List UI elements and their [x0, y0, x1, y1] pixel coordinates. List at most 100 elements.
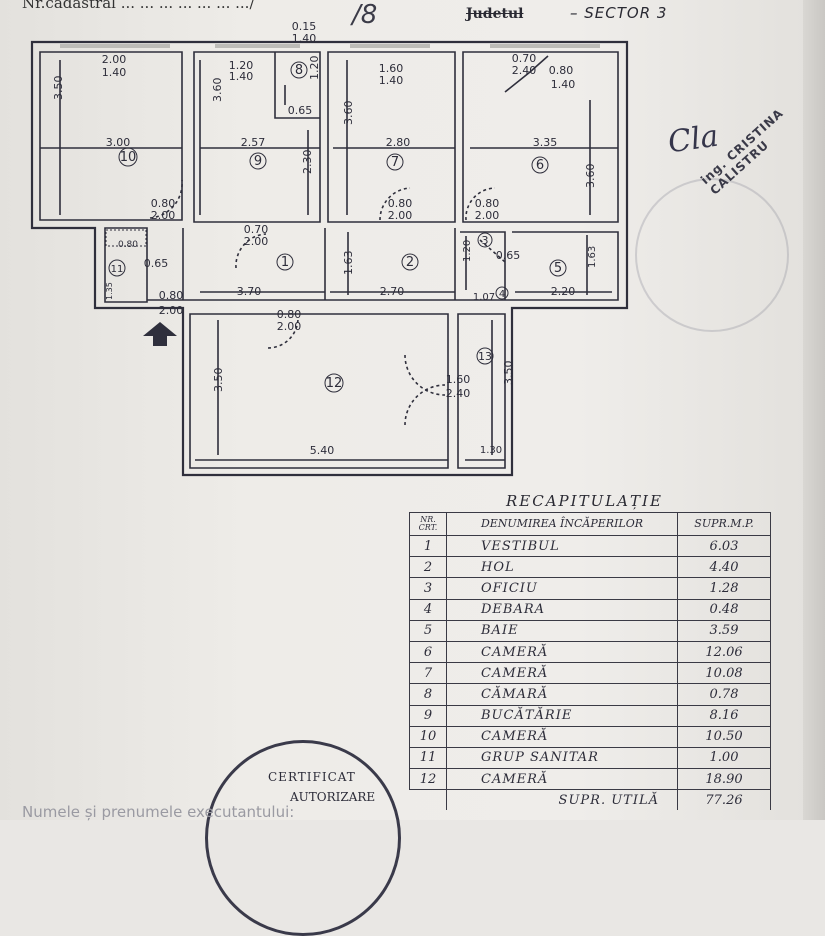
svg-text:11: 11	[111, 264, 124, 275]
svg-text:3.00: 3.00	[106, 136, 131, 149]
svg-text:1.40: 1.40	[292, 32, 317, 45]
row-area: 10.50	[677, 725, 771, 748]
row-nr: 7	[409, 662, 447, 685]
svg-text:1.20: 1.20	[308, 56, 321, 81]
row-area: 0.78	[677, 683, 771, 706]
row-name: HOL	[446, 556, 678, 579]
svg-text:1.35: 1.35	[105, 282, 114, 300]
svg-text:1.20: 1.20	[462, 240, 473, 262]
svg-text:1.60: 1.60	[446, 373, 471, 386]
row-name: BAIE	[446, 619, 678, 642]
room-7-outline	[327, 51, 456, 223]
svg-text:0.80: 0.80	[475, 197, 500, 210]
room-label-2: 2	[401, 253, 419, 271]
row-nr: 3	[409, 577, 447, 600]
svg-text:0.80: 0.80	[277, 308, 302, 321]
svg-text:2.57: 2.57	[241, 136, 266, 149]
row-nr: 1	[409, 534, 447, 558]
row-nr: 12	[409, 768, 447, 791]
room-label-13: 13	[476, 347, 494, 365]
svg-text:12: 12	[326, 376, 343, 391]
svg-text:2.30: 2.30	[301, 150, 314, 175]
recap-table: NR.CRT. DENUMIREA ÎNCĂPERILOR SUPR.M.P. …	[409, 512, 771, 811]
svg-text:1.40: 1.40	[102, 66, 127, 79]
row-nr: 8	[409, 683, 447, 706]
row-name: CĂMARĂ	[446, 683, 678, 706]
row-area: 3.59	[677, 619, 771, 642]
room-label-8: 8	[290, 61, 308, 79]
stamp-word-2: AUTORIZARE	[290, 790, 376, 804]
room-label-9: 9	[249, 152, 267, 170]
svg-text:13: 13	[478, 350, 492, 363]
row-name: OFICIU	[446, 577, 678, 600]
executor-name-label: Numele și prenumele executantului:	[22, 803, 295, 821]
total-label: SUPR. UTILĂ	[446, 789, 678, 811]
room-label-10: 10	[118, 147, 138, 167]
apartment-fraction: /8	[352, 0, 378, 30]
room-8-outline	[274, 52, 320, 119]
row-nr: 4	[409, 598, 447, 621]
room-label-12: 12	[324, 373, 344, 393]
svg-text:3.35: 3.35	[533, 136, 558, 149]
row-nr: 6	[409, 640, 447, 664]
floor-plan: 10 9 8 7 6 1 2 3 4 5 11 12 13 2.00 1.40 …	[30, 20, 629, 477]
svg-text:3.60: 3.60	[342, 101, 355, 126]
svg-text:1.40: 1.40	[379, 74, 404, 87]
row-area: 1.00	[677, 746, 771, 770]
svg-text:1.60: 1.60	[379, 62, 404, 75]
col-nr: NR.CRT.	[409, 512, 447, 536]
svg-text:0.65: 0.65	[496, 249, 521, 262]
row-name: CAMERĂ	[446, 725, 678, 748]
room-label-7: 7	[386, 153, 404, 171]
svg-text:1.07: 1.07	[473, 292, 495, 303]
svg-text:3.50: 3.50	[52, 76, 65, 101]
row-area: 0.48	[677, 598, 771, 621]
svg-text:2.00: 2.00	[159, 304, 184, 317]
svg-text:1.63: 1.63	[587, 246, 598, 268]
svg-text:0.80: 0.80	[388, 197, 413, 210]
signature-scribble: Cla	[665, 118, 721, 161]
svg-text:2.00: 2.00	[388, 209, 413, 222]
outer-wall	[30, 40, 629, 477]
svg-text:1.30: 1.30	[480, 445, 502, 456]
svg-text:5: 5	[554, 261, 562, 276]
col-area: SUPR.M.P.	[677, 512, 771, 536]
svg-text:2.00: 2.00	[102, 53, 127, 66]
svg-text:2.00: 2.00	[277, 320, 302, 333]
row-nr: 2	[409, 556, 447, 579]
svg-text:7: 7	[391, 155, 399, 170]
row-name: BUCĂTĂRIE	[446, 704, 678, 727]
row-nr: 9	[409, 704, 447, 727]
row-name: GRUP SANITAR	[446, 746, 678, 770]
room-label-5: 5	[549, 259, 567, 277]
svg-text:2.20: 2.20	[551, 285, 576, 298]
room-label-3: 3	[477, 232, 493, 248]
svg-text:1.40: 1.40	[229, 70, 254, 83]
row-name: CAMERĂ	[446, 768, 678, 791]
row-area: 8.16	[677, 704, 771, 727]
fixture-hatch	[105, 229, 147, 247]
col-name: DENUMIREA ÎNCĂPERILOR	[446, 512, 678, 536]
svg-text:1.20: 1.20	[229, 59, 254, 72]
row-nr: 11	[409, 746, 447, 770]
svg-text:8: 8	[295, 63, 303, 78]
row-nr: 5	[409, 619, 447, 642]
svg-text:0.65: 0.65	[288, 104, 313, 117]
room-6-outline	[462, 51, 619, 223]
svg-text:2.00: 2.00	[244, 235, 269, 248]
faded-stamp	[635, 178, 789, 332]
svg-text:2.80: 2.80	[386, 136, 411, 149]
svg-text:3.60: 3.60	[584, 164, 597, 189]
svg-text:2.70: 2.70	[380, 285, 405, 298]
row-name: CAMERĂ	[446, 662, 678, 685]
svg-text:3.50: 3.50	[502, 361, 515, 386]
svg-text:1.40: 1.40	[551, 78, 576, 91]
dimension-labels: 2.00 1.40 3.00 3.50 1.20 1.40 2.57 3.60 …	[52, 20, 598, 457]
